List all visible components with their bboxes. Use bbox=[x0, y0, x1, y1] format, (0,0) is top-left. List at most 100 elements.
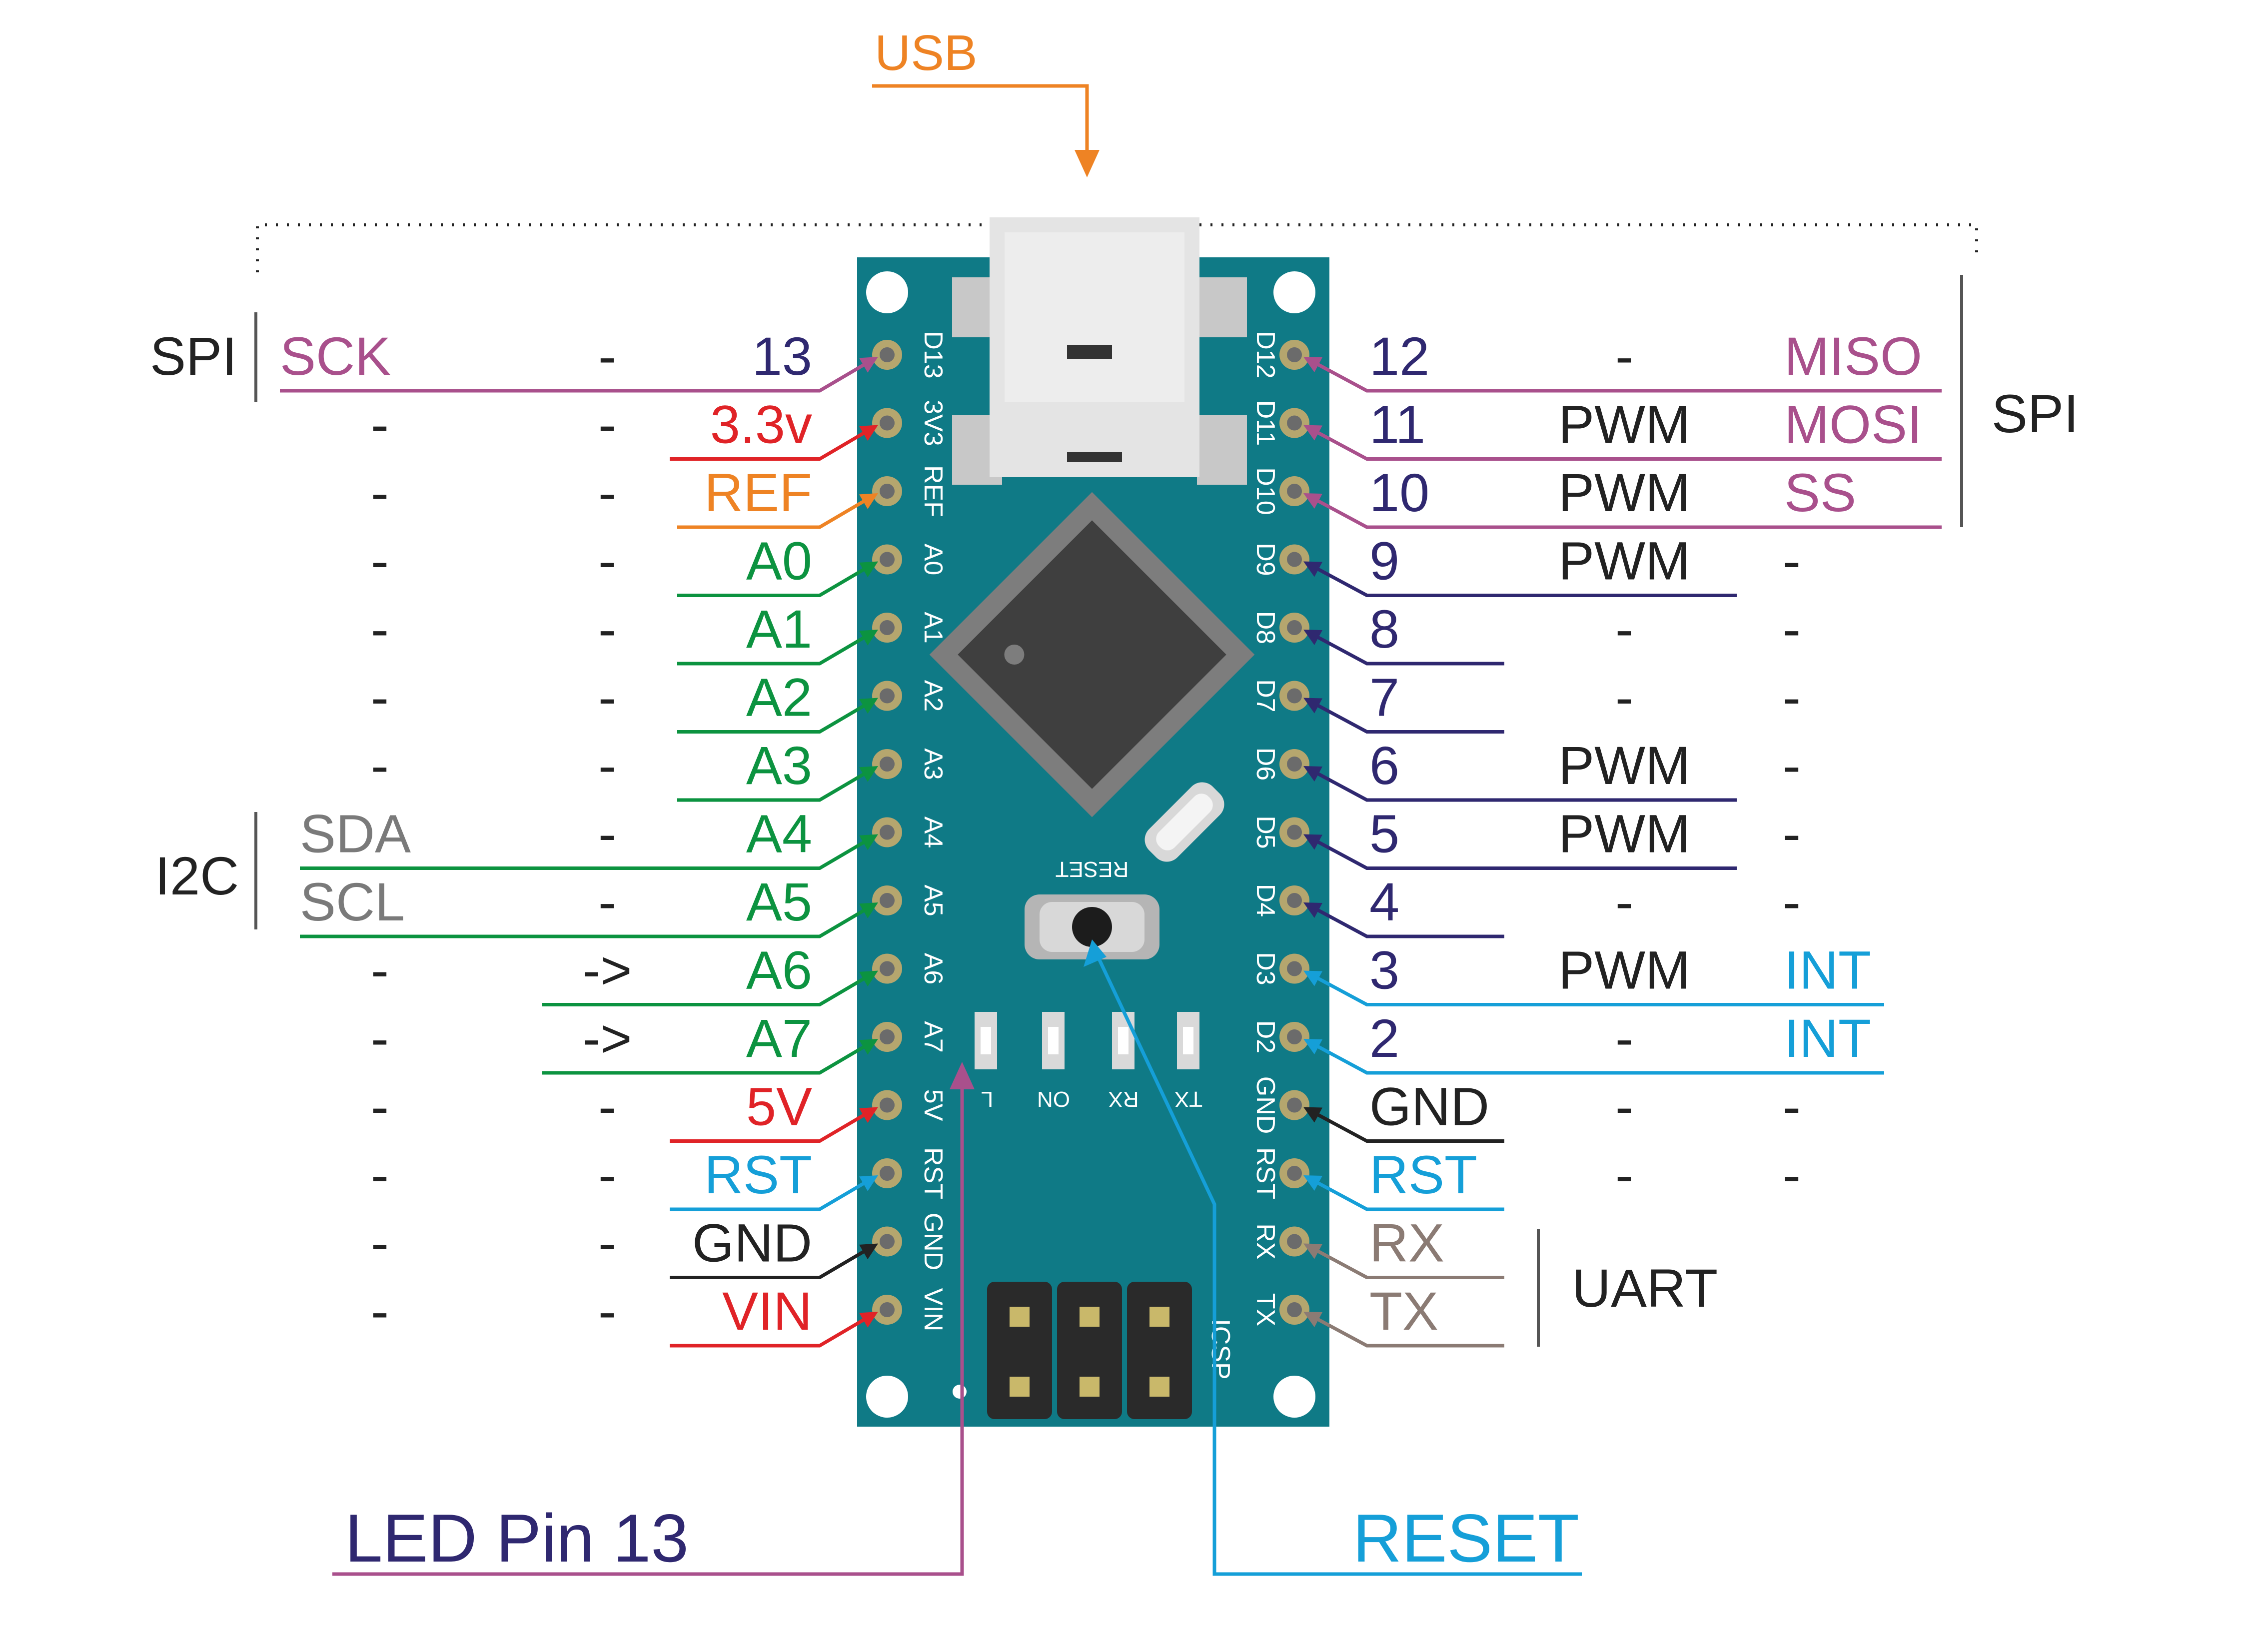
pin-hole-left-0 bbox=[880, 347, 895, 362]
pin-hole-left-1 bbox=[880, 415, 895, 431]
pin-arrow-right-5 bbox=[1303, 698, 1322, 714]
pin-func1-left-14: - bbox=[371, 1281, 389, 1341]
pin-arrow-right-1 bbox=[1303, 425, 1322, 441]
icsp-header bbox=[987, 1282, 1192, 1419]
pin-func2-left-14: - bbox=[598, 1281, 616, 1341]
pin-func2-right-2: PWM bbox=[1558, 462, 1690, 523]
usb-arrowhead bbox=[1075, 150, 1100, 177]
reset-silk-label: RESET bbox=[1056, 857, 1129, 881]
led-pin-arrowhead bbox=[950, 1062, 975, 1089]
pin-silk-left-9: A6 bbox=[919, 953, 948, 985]
pin-silk-right-9: D3 bbox=[1251, 952, 1280, 985]
pin-label-left-4: A1 bbox=[746, 599, 812, 659]
pin-hole-right-14 bbox=[1287, 1302, 1302, 1317]
reset-arrowhead bbox=[1084, 939, 1107, 967]
pin-label-right-6: 6 bbox=[1369, 735, 1399, 796]
pin-func3-right-11: - bbox=[1783, 1076, 1801, 1137]
pin-func2-left-5: - bbox=[598, 667, 616, 728]
pin-silk-left-0: D13 bbox=[919, 331, 948, 378]
pin-label-left-13: GND bbox=[692, 1213, 812, 1273]
pin-func3-right-12: - bbox=[1783, 1144, 1801, 1205]
pin-hole-right-10 bbox=[1287, 1029, 1302, 1044]
pin-arrow-right-7 bbox=[1303, 834, 1322, 850]
usb-arrow bbox=[872, 84, 1089, 150]
pin-arrow-left-7 bbox=[859, 834, 878, 850]
pin-func1-left-0: SCK bbox=[280, 326, 391, 386]
pin-arrow-right-12 bbox=[1303, 1175, 1322, 1191]
spi-left-label: SPI bbox=[150, 326, 237, 386]
pin-hole-left-9 bbox=[880, 961, 895, 976]
pin-func1-left-9: - bbox=[371, 940, 389, 1000]
pin-label-left-6: A3 bbox=[746, 735, 812, 796]
pin-func2-right-5: - bbox=[1615, 667, 1633, 728]
pin-silk-right-1: D11 bbox=[1251, 400, 1280, 446]
pin-func2-right-10: - bbox=[1615, 1008, 1633, 1068]
pin-func1-left-3: - bbox=[371, 531, 389, 591]
pin-label-left-11: 5V bbox=[746, 1076, 812, 1137]
pin-hole-left-5 bbox=[880, 688, 895, 704]
pin-func3-right-6: - bbox=[1783, 735, 1801, 796]
pin-arrow-right-4 bbox=[1303, 630, 1322, 646]
dotted-outline bbox=[256, 223, 1978, 272]
mount-hole-bl bbox=[866, 1376, 908, 1418]
icsp-silk-label: ICSP bbox=[1206, 1319, 1235, 1379]
status-leds bbox=[975, 1012, 1199, 1069]
pin-label-right-14: TX bbox=[1369, 1281, 1438, 1341]
pin-arrow-left-10 bbox=[859, 1039, 878, 1055]
reset-button[interactable] bbox=[1025, 894, 1159, 959]
pin-arrow-right-0 bbox=[1303, 357, 1322, 373]
pin-arrow-right-13 bbox=[1303, 1243, 1322, 1259]
pin-leader-left-11 bbox=[670, 1107, 875, 1143]
pin-leader-right-4 bbox=[1306, 630, 1504, 666]
pin-func2-left-6: - bbox=[598, 735, 616, 796]
pin-label-left-1: 3.3v bbox=[710, 394, 812, 455]
pin-func3-right-9: INT bbox=[1784, 940, 1871, 1000]
pin-label-left-12: RST bbox=[704, 1144, 812, 1205]
pin-silk-right-8: D4 bbox=[1251, 884, 1280, 917]
pin-hole-right-3 bbox=[1287, 552, 1302, 567]
pin-arrow-right-2 bbox=[1303, 493, 1322, 509]
pin-arrow-left-2 bbox=[859, 493, 878, 509]
pin-func3-right-3: - bbox=[1783, 531, 1801, 591]
reset-bottom-label: RESET bbox=[1353, 1500, 1579, 1576]
pin-func2-right-8: - bbox=[1615, 871, 1633, 932]
pin-label-left-0: 13 bbox=[752, 326, 812, 386]
pin-silk-right-13: RX bbox=[1251, 1223, 1280, 1259]
led-rx-silk: RX bbox=[1108, 1087, 1138, 1111]
pin-arrow-left-6 bbox=[859, 766, 878, 782]
pin-silk-right-12: RST bbox=[1251, 1147, 1280, 1199]
pin-leader-right-3 bbox=[1306, 562, 1737, 597]
pin-silk-right-7: D5 bbox=[1251, 816, 1280, 848]
pin-label-left-9: A6 bbox=[746, 940, 812, 1000]
led-pin-label: LED Pin 13 bbox=[345, 1500, 689, 1576]
pin-leader-right-8 bbox=[1306, 902, 1504, 938]
pin-arrow-left-5 bbox=[859, 698, 878, 714]
pin-silk-left-7: A4 bbox=[919, 817, 948, 848]
pin-func3-right-10: INT bbox=[1784, 1008, 1871, 1068]
pin-leader-left-4 bbox=[677, 630, 875, 666]
uart-label: UART bbox=[1572, 1258, 1718, 1318]
pin-hole-right-4 bbox=[1287, 620, 1302, 635]
pin-func1-left-8: SCL bbox=[300, 871, 405, 932]
pin-func3-right-5: - bbox=[1783, 667, 1801, 728]
pin-func2-left-1: - bbox=[598, 394, 616, 455]
pin-silk-left-13: GND bbox=[919, 1213, 948, 1271]
pin-hole-right-2 bbox=[1287, 484, 1302, 499]
pin-arrow-left-12 bbox=[859, 1175, 878, 1191]
pin-silk-left-8: A5 bbox=[919, 884, 948, 916]
pin-leader-right-2 bbox=[1306, 493, 1942, 529]
pin-hole-left-12 bbox=[880, 1166, 895, 1181]
pin-hole-right-9 bbox=[1287, 961, 1302, 976]
pin1-dot bbox=[953, 1385, 967, 1399]
pin-func1-left-5: - bbox=[371, 667, 389, 728]
pin-hole-right-7 bbox=[1287, 825, 1302, 840]
pin-func3-right-2: SS bbox=[1784, 462, 1856, 523]
pin-leader-left-0 bbox=[280, 357, 875, 393]
mount-hole-tr bbox=[1273, 271, 1315, 313]
pin-arrow-left-14 bbox=[859, 1312, 878, 1328]
pin-leader-left-7 bbox=[300, 834, 875, 870]
pin-silk-left-14: VIN bbox=[919, 1288, 948, 1332]
pin-label-right-2: 10 bbox=[1369, 462, 1429, 523]
pin-hole-right-11 bbox=[1287, 1097, 1302, 1113]
usb-label: USB bbox=[875, 25, 978, 81]
